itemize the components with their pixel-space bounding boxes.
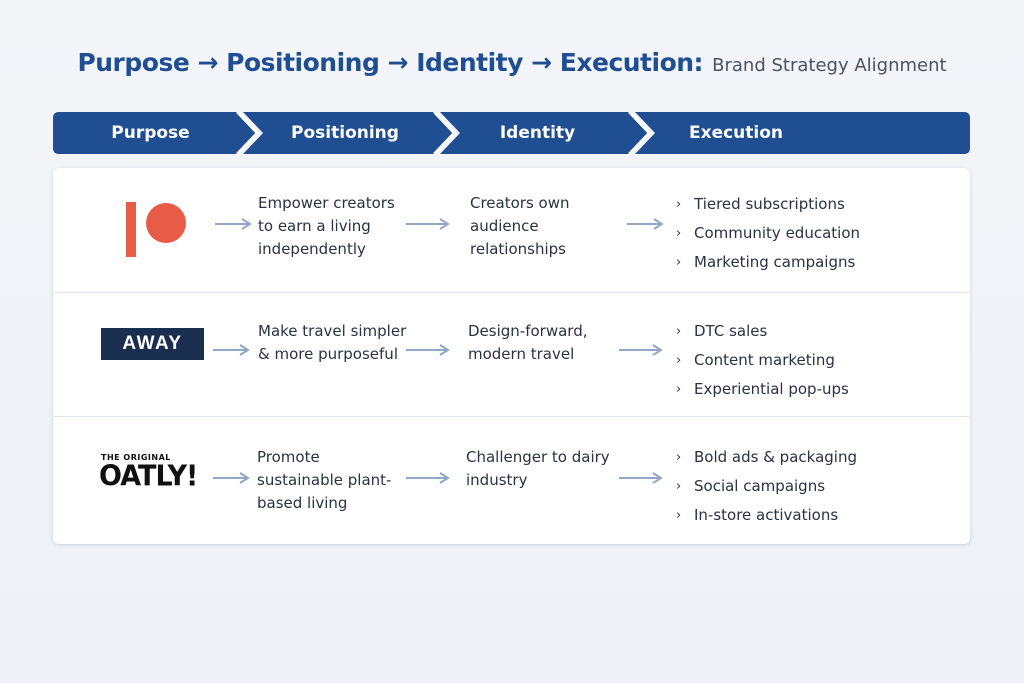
chevron-right-icon: ›	[676, 226, 682, 241]
positioning-text: Challenger to dairy industry	[466, 448, 610, 489]
positioning-text: Creators own audience relationships	[470, 194, 570, 258]
page-title: Purpose → Positioning → Identity → Execu…	[0, 48, 1024, 77]
title-subtitle: Brand Strategy Alignment	[712, 55, 947, 76]
purpose-text: Make travel simpler & more purposeful	[258, 322, 407, 363]
execution-item: ›In-store activations	[676, 501, 857, 530]
stage-header-chevrons	[53, 112, 970, 154]
brand-row-patreon: Empower creators to earn a living indepe…	[53, 168, 970, 292]
stage-header-bar: Purpose Positioning Identity Execution	[53, 112, 970, 154]
stage-chevron-identity	[440, 112, 649, 154]
stage-label-positioning: Positioning	[291, 123, 399, 143]
chevron-right-icon: ›	[676, 324, 682, 339]
stage-divider-1	[236, 112, 259, 154]
chevron-right-icon: ›	[676, 382, 682, 397]
arrow-right-icon	[406, 218, 450, 230]
execution-list: ›Bold ads & packaging ›Social campaigns …	[676, 443, 857, 530]
execution-item: ›Marketing campaigns	[676, 248, 860, 277]
execution-item: ›Tiered subscriptions	[676, 190, 860, 219]
stage-chevron-purpose	[53, 112, 257, 154]
chevron-right-icon: ›	[676, 479, 682, 494]
chevron-right-icon: ›	[676, 508, 682, 523]
purpose-text: Promote sustainable plant-based living	[257, 448, 392, 512]
execution-item: ›Social campaigns	[676, 472, 857, 501]
stage-label-execution: Execution	[688, 123, 784, 143]
chevron-right-icon: ›	[676, 450, 682, 465]
brand-row-away: AWAY Make travel simpler & more purposef…	[53, 292, 970, 417]
arrow-right-icon	[619, 344, 663, 356]
stage-label-purpose: Purpose	[111, 123, 190, 143]
execution-item: ›Community education	[676, 219, 860, 248]
stage-chevron-positioning	[243, 112, 454, 154]
title-main: Purpose → Positioning → Identity → Execu…	[77, 48, 704, 77]
stage-divider-2	[433, 112, 456, 154]
patreon-logo-icon	[126, 202, 186, 257]
execution-item: ›Content marketing	[676, 346, 849, 375]
arrow-right-icon	[627, 218, 664, 230]
oatly-logo-wordmark: OATLY!	[99, 460, 198, 493]
brand-table: Empower creators to earn a living indepe…	[53, 168, 970, 544]
execution-item: ›Experiential pop-ups	[676, 375, 849, 404]
execution-item: ›DTC sales	[676, 317, 849, 346]
brand-row-oatly: THE ORIGINAL OATLY! Promote sustainable …	[53, 416, 970, 541]
oatly-logo-tagline: THE ORIGINAL	[101, 453, 171, 462]
stage-chevron-execution	[635, 112, 970, 154]
arrow-right-icon	[406, 344, 450, 356]
chevron-right-icon: ›	[676, 353, 682, 368]
arrow-right-icon	[213, 344, 250, 356]
arrow-right-icon	[215, 218, 252, 230]
purpose-text: Empower creators to earn a living indepe…	[258, 194, 395, 258]
arrow-right-icon	[213, 472, 250, 484]
positioning-text: Design-forward, modern travel	[468, 322, 588, 363]
stage-label-identity: Identity	[499, 123, 576, 143]
arrow-right-icon	[406, 472, 450, 484]
away-logo-icon: AWAY	[101, 328, 204, 360]
chevron-right-icon: ›	[676, 255, 682, 270]
execution-item: ›Bold ads & packaging	[676, 443, 857, 472]
execution-list: ›DTC sales ›Content marketing ›Experient…	[676, 317, 849, 404]
chevron-right-icon: ›	[676, 197, 682, 212]
stage-divider-3	[628, 112, 651, 154]
arrow-right-icon	[619, 472, 663, 484]
execution-list: ›Tiered subscriptions ›Community educati…	[676, 190, 860, 277]
